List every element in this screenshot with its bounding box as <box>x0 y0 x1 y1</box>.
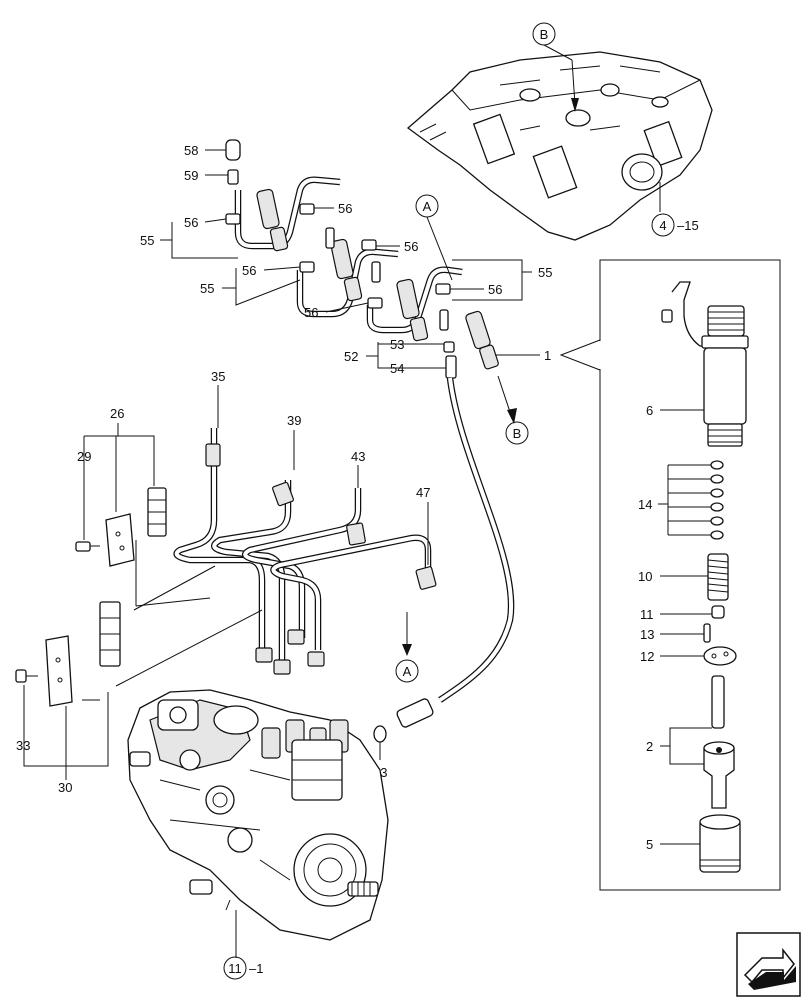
pump-reference: 11 –1 <box>223 910 263 980</box>
next-page-arrow-icon[interactable] <box>736 932 801 997</box>
label-43: 43 <box>351 449 365 464</box>
leaders-upper <box>160 149 540 369</box>
label-59: 59 <box>184 168 198 183</box>
label-5: 5 <box>646 837 653 852</box>
callout-b-lower-label: B <box>513 426 522 441</box>
callout-a-upper: A <box>415 194 453 281</box>
label-11: 11 <box>640 607 654 622</box>
head-ref-number: 4 <box>659 218 666 233</box>
label-47: 47 <box>416 485 430 500</box>
label-55-c: 55 <box>200 281 214 296</box>
callout-a-upper-label: A <box>423 199 432 214</box>
head-ref-suffix: –15 <box>677 218 699 233</box>
leaders-detail <box>658 409 712 845</box>
leaders-middle <box>23 385 429 780</box>
label-35: 35 <box>211 369 225 384</box>
high-pressure-pipes <box>173 428 437 675</box>
label-56-b: 56 <box>338 201 352 216</box>
label-53-a: 53 <box>390 337 404 352</box>
label-54: 54 <box>390 361 404 376</box>
label-56-e: 56 <box>488 282 502 297</box>
label-55-a: 55 <box>140 233 154 248</box>
label-2: 2 <box>646 739 653 754</box>
pump-ref-number: 11 <box>228 961 242 976</box>
callout-b-lower: B <box>497 375 529 445</box>
label-12: 12 <box>640 649 654 664</box>
pump-ref-suffix: –1 <box>249 961 263 976</box>
injection-pump-drawing <box>127 689 389 941</box>
label-14: 14 <box>638 497 652 512</box>
callout-a-lower: A <box>395 612 419 683</box>
pipe-clamps <box>15 487 167 707</box>
label-13: 13 <box>640 627 654 642</box>
label-30: 30 <box>58 780 72 795</box>
injection-pipes-upper <box>225 139 499 379</box>
label-1: 1 <box>544 348 551 363</box>
head-reference: 4 –15 <box>651 182 699 237</box>
label-26: 26 <box>110 406 124 421</box>
label-39: 39 <box>287 413 301 428</box>
label-56-f: 56 <box>304 305 318 320</box>
injector-detail-panel <box>559 259 781 891</box>
label-10: 10 <box>638 569 652 584</box>
label-52: 52 <box>344 349 358 364</box>
label-58: 58 <box>184 143 198 158</box>
labels-upper: 58 59 56 56 55 56 56 55 55 56 56 53 52 1… <box>140 143 552 376</box>
callout-b-top: B <box>532 22 573 61</box>
labels-middle: 35 26 39 43 29 47 33 30 <box>16 369 430 795</box>
label-56-d: 56 <box>242 263 256 278</box>
label-29: 29 <box>77 449 91 464</box>
label-55-b: 55 <box>538 265 552 280</box>
cylinder-head-drawing <box>406 51 713 241</box>
callout-a-lower-label: A <box>403 664 412 679</box>
label-56-a: 56 <box>184 215 198 230</box>
label-56-c: 56 <box>404 239 418 254</box>
label-33: 33 <box>16 738 30 753</box>
label-6: 6 <box>646 403 653 418</box>
labels-detail: 6 14 10 11 13 12 2 5 <box>638 403 654 852</box>
callout-b-label: B <box>540 27 549 42</box>
leak-off-hose: 53 <box>373 377 515 780</box>
